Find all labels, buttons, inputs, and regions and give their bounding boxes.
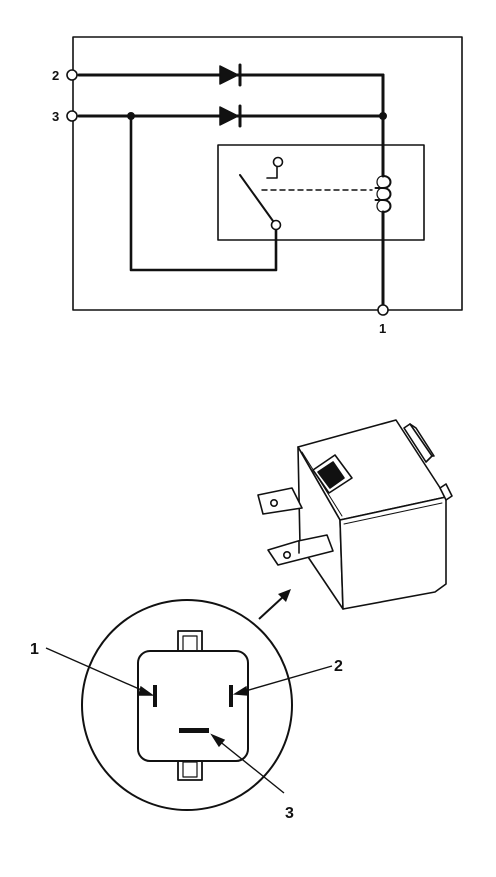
switch-arm — [239, 174, 274, 222]
diode-2 — [219, 104, 242, 128]
connector-housing — [137, 650, 249, 762]
terminal-2-label: 2 — [52, 68, 59, 83]
pin-3-slot — [179, 728, 209, 733]
switch-feed-wire — [129, 114, 278, 272]
pin-1-slot — [153, 685, 157, 707]
view-direction-arrow — [258, 589, 291, 620]
diode-1 — [219, 63, 242, 87]
spade-terminal-upper — [257, 487, 303, 515]
terminal-3-pin — [66, 110, 78, 122]
callout-1-label: 1 — [30, 641, 39, 658]
connector-end-view — [81, 599, 293, 811]
terminal-1-label: 1 — [379, 321, 386, 336]
relay-right-face — [339, 496, 447, 610]
spade-terminal-lower — [267, 534, 334, 566]
switch-pivot-contact — [270, 219, 282, 231]
relay-housing-outline — [72, 36, 463, 311]
pin-2-slot — [229, 685, 233, 707]
callout-2-leader — [241, 665, 333, 693]
terminal-3-label: 3 — [52, 109, 59, 124]
callout-1-leader — [45, 647, 147, 693]
switch-fixed-contact — [272, 156, 284, 168]
relay-inner-box — [217, 144, 425, 241]
callout-3-label: 3 — [285, 805, 294, 822]
switch-contact-hook — [266, 166, 278, 179]
relay-body-illustration — [257, 419, 453, 610]
callout-2-label: 2 — [334, 658, 343, 675]
junction-dot-right — [379, 112, 387, 120]
relay-side-tab — [439, 483, 453, 501]
schematic — [66, 36, 463, 316]
terminal-2-pin — [66, 69, 78, 81]
callout-leaders — [45, 647, 333, 794]
terminal-1-pin — [377, 304, 389, 316]
callout-3-leader — [217, 739, 285, 794]
relay-coil — [374, 175, 392, 213]
